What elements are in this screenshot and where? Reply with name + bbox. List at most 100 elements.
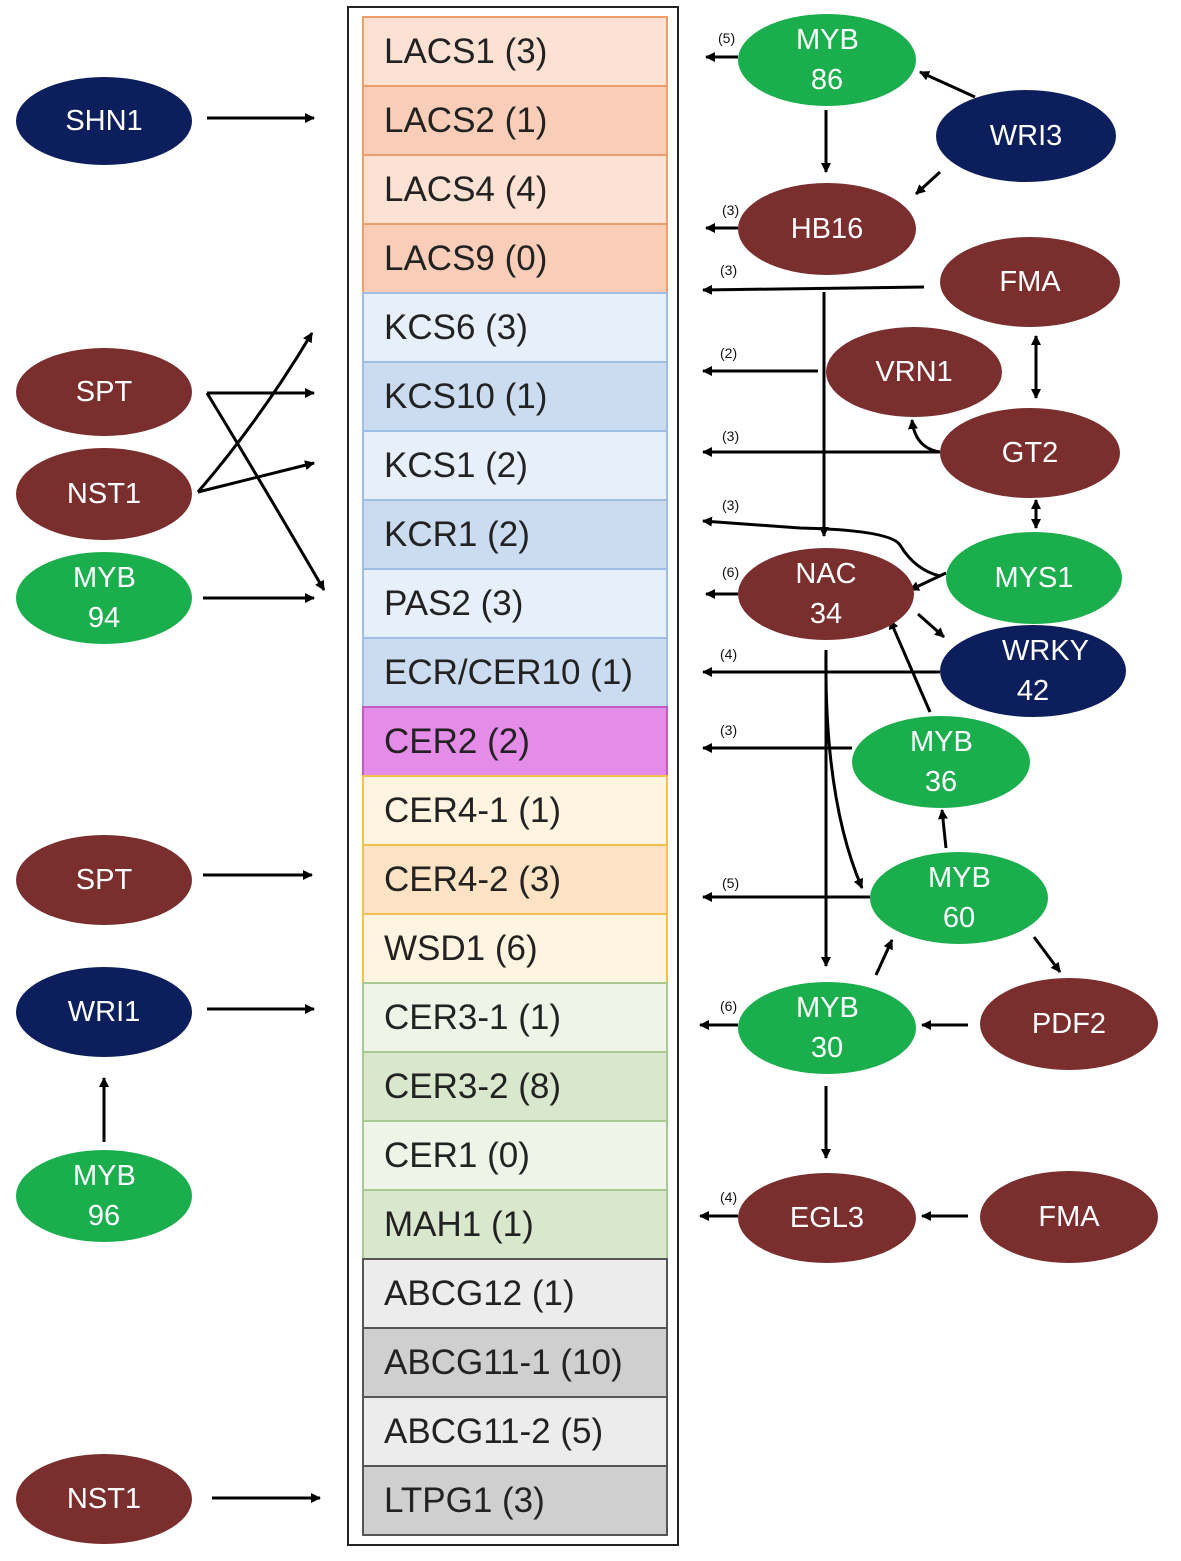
node-label: SPT [75,376,133,408]
arrow-nst1-kcs6 [196,332,314,493]
edge-count-label: (5) [722,875,740,891]
gene-box: WSD1 (6) [362,913,668,984]
node-hb16: HB16 [738,183,916,275]
gene-box: KCR1 (2) [362,499,668,570]
gene-box: CER2 (2) [362,706,668,777]
arrow-spt-pas2 [205,392,326,591]
edge-count-label: (6) [722,564,740,580]
gene-label: CER2 (2) [384,721,530,761]
node-shn1: SHN1 [16,77,192,165]
gene-box: MAH1 (1) [362,1189,668,1260]
node-fma-a: FMA [940,237,1120,327]
node-nst1-a: NST1 [16,448,192,540]
edge-count-label: (3) [720,722,738,738]
gene-label: KCS10 (1) [384,376,548,416]
arrow-myb60-pdf2 [1032,936,1062,973]
node-nst1-b: NST1 [16,1454,192,1544]
node-myb60: MYB 60 [870,852,1048,944]
edge-count-label: (2) [720,345,738,361]
edge-count-label: (3) [722,202,740,218]
node-nac34: NAC 34 [738,548,914,640]
node-label: SHN1 [65,105,143,137]
gene-box: CER3-2 (8) [362,1051,668,1122]
arrow-myb60-myb36 [937,809,948,849]
gene-box: LTPG1 (3) [362,1465,668,1536]
node-label: MYB 94 [73,562,136,634]
node-label: NST1 [66,1483,142,1515]
gene-label: PAS2 (3) [384,583,524,623]
gene-box: ABCG12 (1) [362,1258,668,1329]
gene-box: LACS2 (1) [362,85,668,156]
node-pdf2: PDF2 [980,978,1158,1070]
node-label: VRN1 [875,356,953,388]
node-label: NAC 34 [795,558,857,630]
node-label: SPT [75,864,133,896]
gene-label: CER4-2 (3) [384,859,561,899]
node-label: PDF2 [1031,1008,1107,1040]
arrow-myb30-myb60 [874,939,894,976]
edge-count-label: (3) [722,497,740,513]
node-label: MYB 30 [796,992,859,1064]
node-label: WRI1 [67,996,141,1028]
arrow-mys1-nac34 [909,571,947,592]
node-gt2: GT2 [940,408,1120,498]
gene-label: LACS9 (0) [384,238,548,278]
gene-label: CER3-1 (1) [384,997,561,1037]
node-spt-b: SPT [16,835,192,925]
gene-label: KCS6 (3) [384,307,528,347]
gene-label: MAH1 (1) [384,1204,534,1244]
node-wri3: WRI3 [936,90,1116,182]
node-myb96: MYB 96 [16,1150,192,1242]
gene-box: ABCG11-2 (5) [362,1396,668,1467]
node-wrky42: WRKY 42 [940,625,1126,717]
node-label: WRI3 [989,120,1063,152]
gene-label: CER3-2 (8) [384,1066,561,1106]
gene-label: WSD1 (6) [384,928,538,968]
gene-label: ABCG11-2 (5) [384,1411,604,1451]
edge-count-label: (3) [720,262,738,278]
node-label: HB16 [790,213,864,245]
node-egl3: EGL3 [738,1173,916,1263]
node-wri1: WRI1 [16,967,192,1057]
node-label: MYS1 [994,562,1074,594]
node-label: MYB 96 [73,1160,136,1232]
gene-box: ECR/CER10 (1) [362,637,668,708]
gene-label: KCR1 (2) [384,514,530,554]
edge-count-label: (5) [718,30,736,46]
node-spt-a: SPT [16,348,192,436]
gene-label: LTPG1 (3) [384,1480,545,1520]
arrow-nac34-wrky42 [917,612,945,639]
edge-count-label: (4) [720,646,738,662]
node-label: GT2 [1001,437,1059,469]
arrow-fma-gene [702,284,925,295]
node-myb30: MYB 30 [738,982,916,1074]
node-label: WRKY 42 [1002,635,1089,707]
gene-label: CER1 (0) [384,1135,530,1175]
node-label: MYB 86 [796,24,859,96]
arrow-nst1-kcs1 [197,460,315,494]
gene-label: CER4-1 (1) [384,790,561,830]
gene-label: KCS1 (2) [384,445,528,485]
node-label: MYB 60 [928,862,991,934]
arrow-wri3-myb86 [919,70,976,99]
edge-count-label: (6) [720,998,738,1014]
arrow-myb36-nac34 [888,619,932,713]
node-myb86: MYB 86 [738,14,916,106]
node-myb94: MYB 94 [16,552,192,644]
edge-count-label: (4) [720,1189,738,1205]
node-label: FMA [1038,1201,1100,1233]
arrow-gt2-vrn1 [907,419,941,454]
arrow-wri3-hb16 [914,170,942,196]
node-vrn1: VRN1 [826,327,1002,417]
node-label: MYB 36 [910,726,973,798]
gene-label: LACS4 (4) [384,169,548,209]
node-fma-b: FMA [980,1171,1158,1263]
gene-box: KCS6 (3) [362,292,668,363]
gene-label: ECR/CER10 (1) [384,652,633,692]
gene-box: LACS1 (3) [362,16,668,87]
node-mys1: MYS1 [946,532,1122,624]
node-label: EGL3 [789,1202,865,1234]
node-label: FMA [999,266,1061,298]
